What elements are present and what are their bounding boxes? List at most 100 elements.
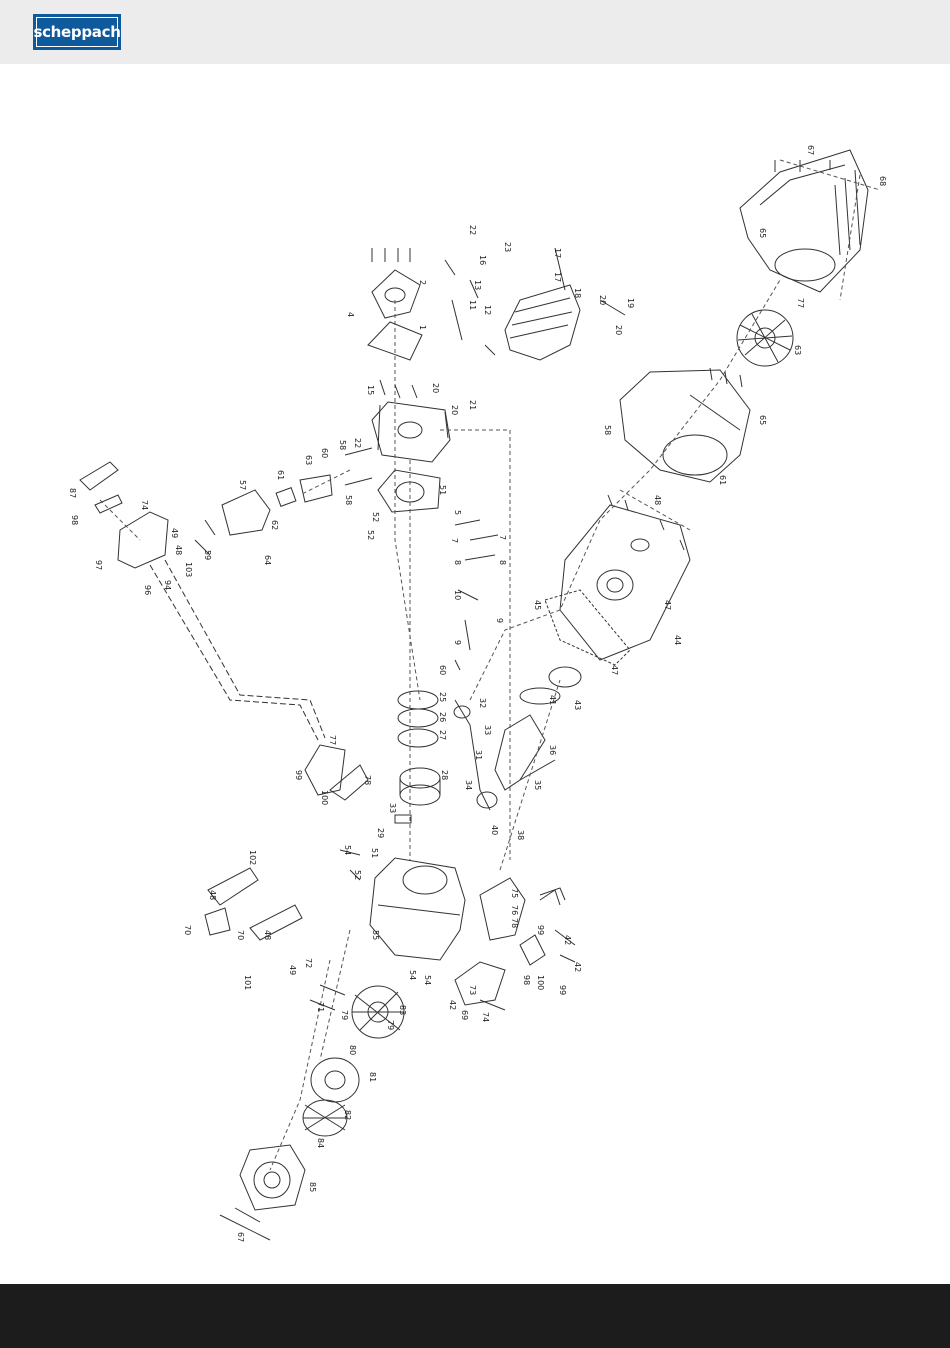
part-label: 33 (388, 803, 397, 813)
part-label: 54 (408, 970, 417, 980)
part-label: 99 (536, 925, 545, 935)
part-label: 33 (483, 725, 492, 735)
part-label: 67 (236, 1232, 245, 1242)
part-label: 26 (438, 712, 447, 722)
fasteners (219, 160, 831, 1241)
part-label: 80 (348, 1045, 357, 1055)
scheppach-logo: scheppach (33, 14, 121, 50)
part-label: 4 (346, 312, 355, 317)
valve-cover (371, 269, 421, 319)
part-label: 52 (353, 870, 362, 880)
part-label: 74 (481, 1012, 490, 1022)
part-label: 69 (460, 1010, 469, 1020)
part-label: 78 (510, 918, 519, 928)
part-label: 38 (516, 830, 525, 840)
part-label: 27 (438, 730, 447, 740)
part-label: 77 (328, 735, 337, 745)
part-label: 79 (340, 1010, 349, 1020)
head-cover-gasket (367, 321, 423, 361)
part-label: 41 (548, 695, 557, 705)
part-label: 22 (468, 225, 477, 235)
part-label: 96 (143, 585, 152, 595)
part-label: 48 (174, 545, 183, 555)
part-label: 102 (248, 850, 257, 865)
part-label: 70 (236, 930, 245, 940)
part-label: 49 (170, 528, 179, 538)
part-label: 87 (68, 488, 77, 498)
starter-pulley (310, 1057, 360, 1103)
part-label: 13 (473, 280, 482, 290)
part-label: 78 (363, 775, 372, 785)
part-label: 20 (431, 383, 440, 393)
flywheel (351, 985, 405, 1039)
head-gasket (377, 469, 441, 513)
exploded-parts-diagram: 67 68 65 77 63 61 58 65 48 47 45 44 47 4… (0, 64, 950, 1284)
bearing (548, 666, 582, 688)
oil-seal (630, 538, 650, 552)
part-label: 100 (320, 790, 329, 805)
part-label: 35 (533, 780, 542, 790)
part-label: 73 (468, 985, 477, 995)
page-footer (0, 1284, 950, 1348)
part-label: 42 (448, 1000, 457, 1010)
part-label: 17 (553, 272, 562, 282)
assembly-lines (99, 159, 881, 1171)
fuel-line (149, 564, 319, 741)
part-label: 98 (70, 515, 79, 525)
part-label: 9 (453, 640, 462, 645)
part-label: 29 (376, 828, 385, 838)
part-label: 61 (276, 470, 285, 480)
part-label: 12 (483, 305, 492, 315)
part-label: 85 (308, 1182, 317, 1192)
part-label: 58 (603, 425, 612, 435)
engine-block (369, 857, 466, 961)
part-label: 60 (438, 665, 447, 675)
ignition-coil (519, 889, 561, 966)
cylinder-head (371, 401, 451, 463)
part-label: 48 (653, 495, 662, 505)
part-label: 82 (343, 1110, 352, 1120)
piston-pin (394, 814, 412, 824)
part-label: 97 (94, 560, 103, 570)
part-label: 51 (438, 485, 447, 495)
throttle-bracket (304, 744, 369, 801)
part-label: 55 (371, 930, 380, 940)
part-label: 5 (453, 510, 462, 515)
part-label: 70 (183, 925, 192, 935)
part-label: 9 (495, 618, 504, 623)
crankcase-cover (544, 504, 691, 666)
part-label: 47 (610, 665, 619, 675)
part-label: 7 (450, 538, 459, 543)
part-label: 51 (370, 848, 379, 858)
carburetor (194, 474, 333, 556)
recoil-starter (239, 1144, 306, 1211)
part-label: 42 (563, 935, 572, 945)
part-label: 11 (468, 300, 477, 310)
part-label: 98 (522, 975, 531, 985)
part-label: 48 (263, 930, 272, 940)
piston (399, 767, 441, 806)
part-label: 20 (614, 325, 623, 335)
part-label: 8 (498, 560, 507, 565)
part-label: 99 (294, 770, 303, 780)
part-label: 21 (468, 400, 477, 410)
brand-name: scheppach (33, 23, 121, 41)
mounting-plate (204, 867, 303, 941)
air-filter (79, 461, 169, 569)
part-label: 83 (398, 1005, 407, 1015)
part-label: 48 (208, 890, 217, 900)
part-label: 52 (366, 530, 375, 540)
part-label: 79 (386, 1020, 395, 1030)
part-label: 36 (548, 745, 557, 755)
part-label: 47 (663, 600, 672, 610)
part-label: 28 (440, 770, 449, 780)
part-label: 67 (806, 145, 815, 155)
part-label: 52 (371, 512, 380, 522)
part-label: 61 (718, 475, 727, 485)
part-label: 54 (343, 845, 352, 855)
part-label: 18 (573, 288, 582, 298)
part-label: 54 (423, 975, 432, 985)
part-label: 77 (796, 298, 805, 308)
part-label: 57 (238, 480, 247, 490)
part-label: 15 (366, 385, 375, 395)
